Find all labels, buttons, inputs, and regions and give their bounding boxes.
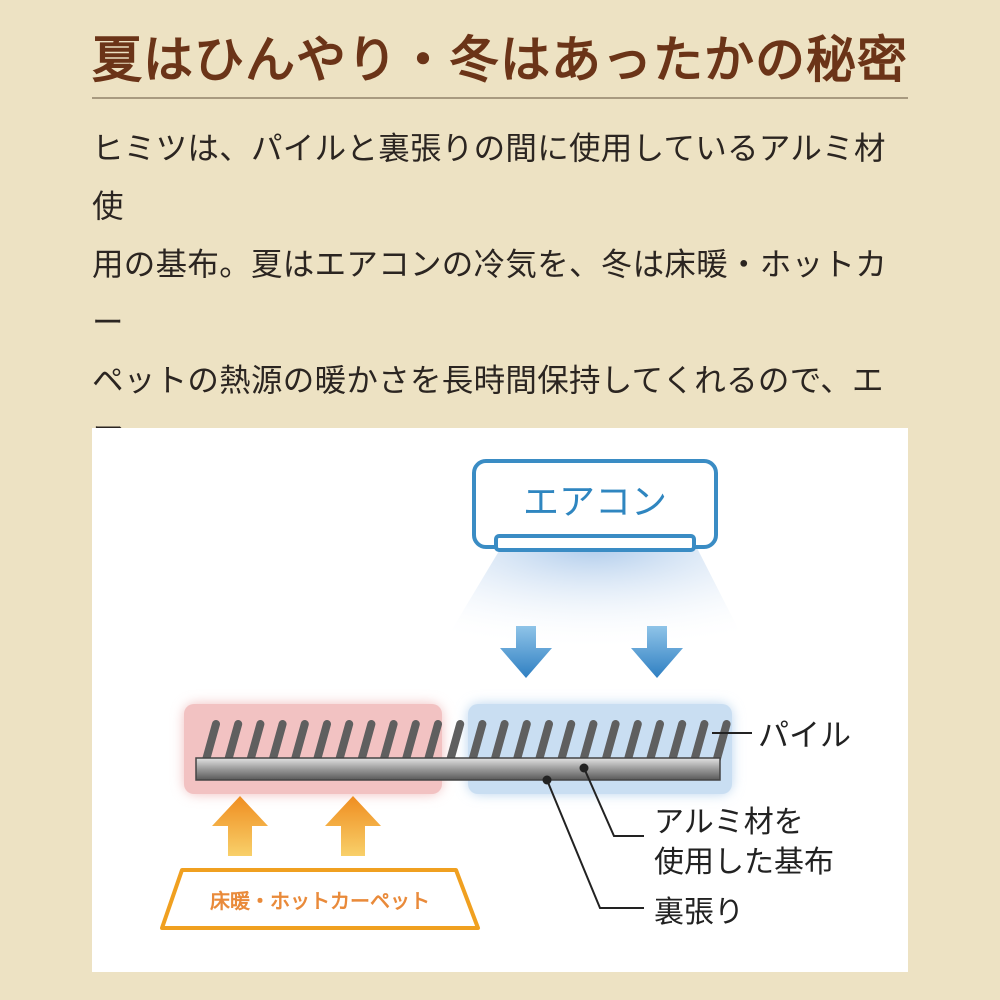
heat-arrow-up-icon (325, 796, 381, 856)
heater-label: 床暖・ホットカーペット (210, 889, 430, 913)
page-title: 夏はひんやり・冬はあったかの秘密 (92, 31, 908, 89)
aircon-label: エアコン (523, 482, 667, 523)
pile-fiber (579, 720, 598, 764)
backing-label: 裏張り (654, 895, 744, 930)
pile-fiber (224, 720, 243, 764)
base-fabric-marker (579, 763, 589, 773)
pile-fiber (623, 720, 642, 764)
backing-marker (542, 775, 552, 785)
carpet-layer-diagram: エアコン パイル アルミ材を 使用した基布 裏張り (160, 459, 851, 930)
leader-lines (546, 732, 752, 909)
diagram-panel: エアコン パイル アルミ材を 使用した基布 裏張り (92, 428, 908, 972)
pile-fiber (357, 720, 376, 764)
pile-fiber (379, 720, 398, 764)
aircon-unit: エアコン (472, 459, 718, 552)
pile-fiber (401, 720, 420, 764)
pile-fiber (424, 720, 442, 764)
pile-fiber (646, 720, 664, 764)
heat-arrow-up-icon (212, 796, 268, 856)
pile-fiber (290, 720, 309, 764)
cool-air-flow (436, 546, 752, 656)
pile-fiber (712, 720, 731, 764)
pile-fiber (690, 720, 709, 764)
pile-fiber (313, 720, 331, 764)
pile-fiber (268, 720, 287, 764)
base-fabric-label-line2: 使用した基布 (654, 845, 834, 880)
pile-fiber (446, 720, 465, 764)
pile-fiber (468, 720, 487, 764)
pile-label: パイル (758, 718, 851, 754)
pile-fibers (202, 720, 731, 764)
pile-fiber (557, 720, 576, 764)
pile-fiber (535, 720, 553, 764)
pile-fiber (335, 720, 354, 764)
aluminum-base-fabric (195, 757, 721, 781)
pile-fiber (202, 720, 220, 764)
cool-arrow-down-icon (500, 626, 552, 678)
pile-fiber (601, 720, 620, 764)
cool-arrow-down-icon (631, 626, 683, 678)
pile-fiber (512, 720, 531, 764)
floor-heater-box: 床暖・ホットカーペット (160, 868, 480, 930)
pile-fiber (490, 720, 509, 764)
pile-fiber (246, 720, 265, 764)
base-fabric-label-line1: アルミ材を (654, 805, 804, 840)
pile-fiber (668, 720, 687, 764)
title-divider (92, 97, 908, 99)
